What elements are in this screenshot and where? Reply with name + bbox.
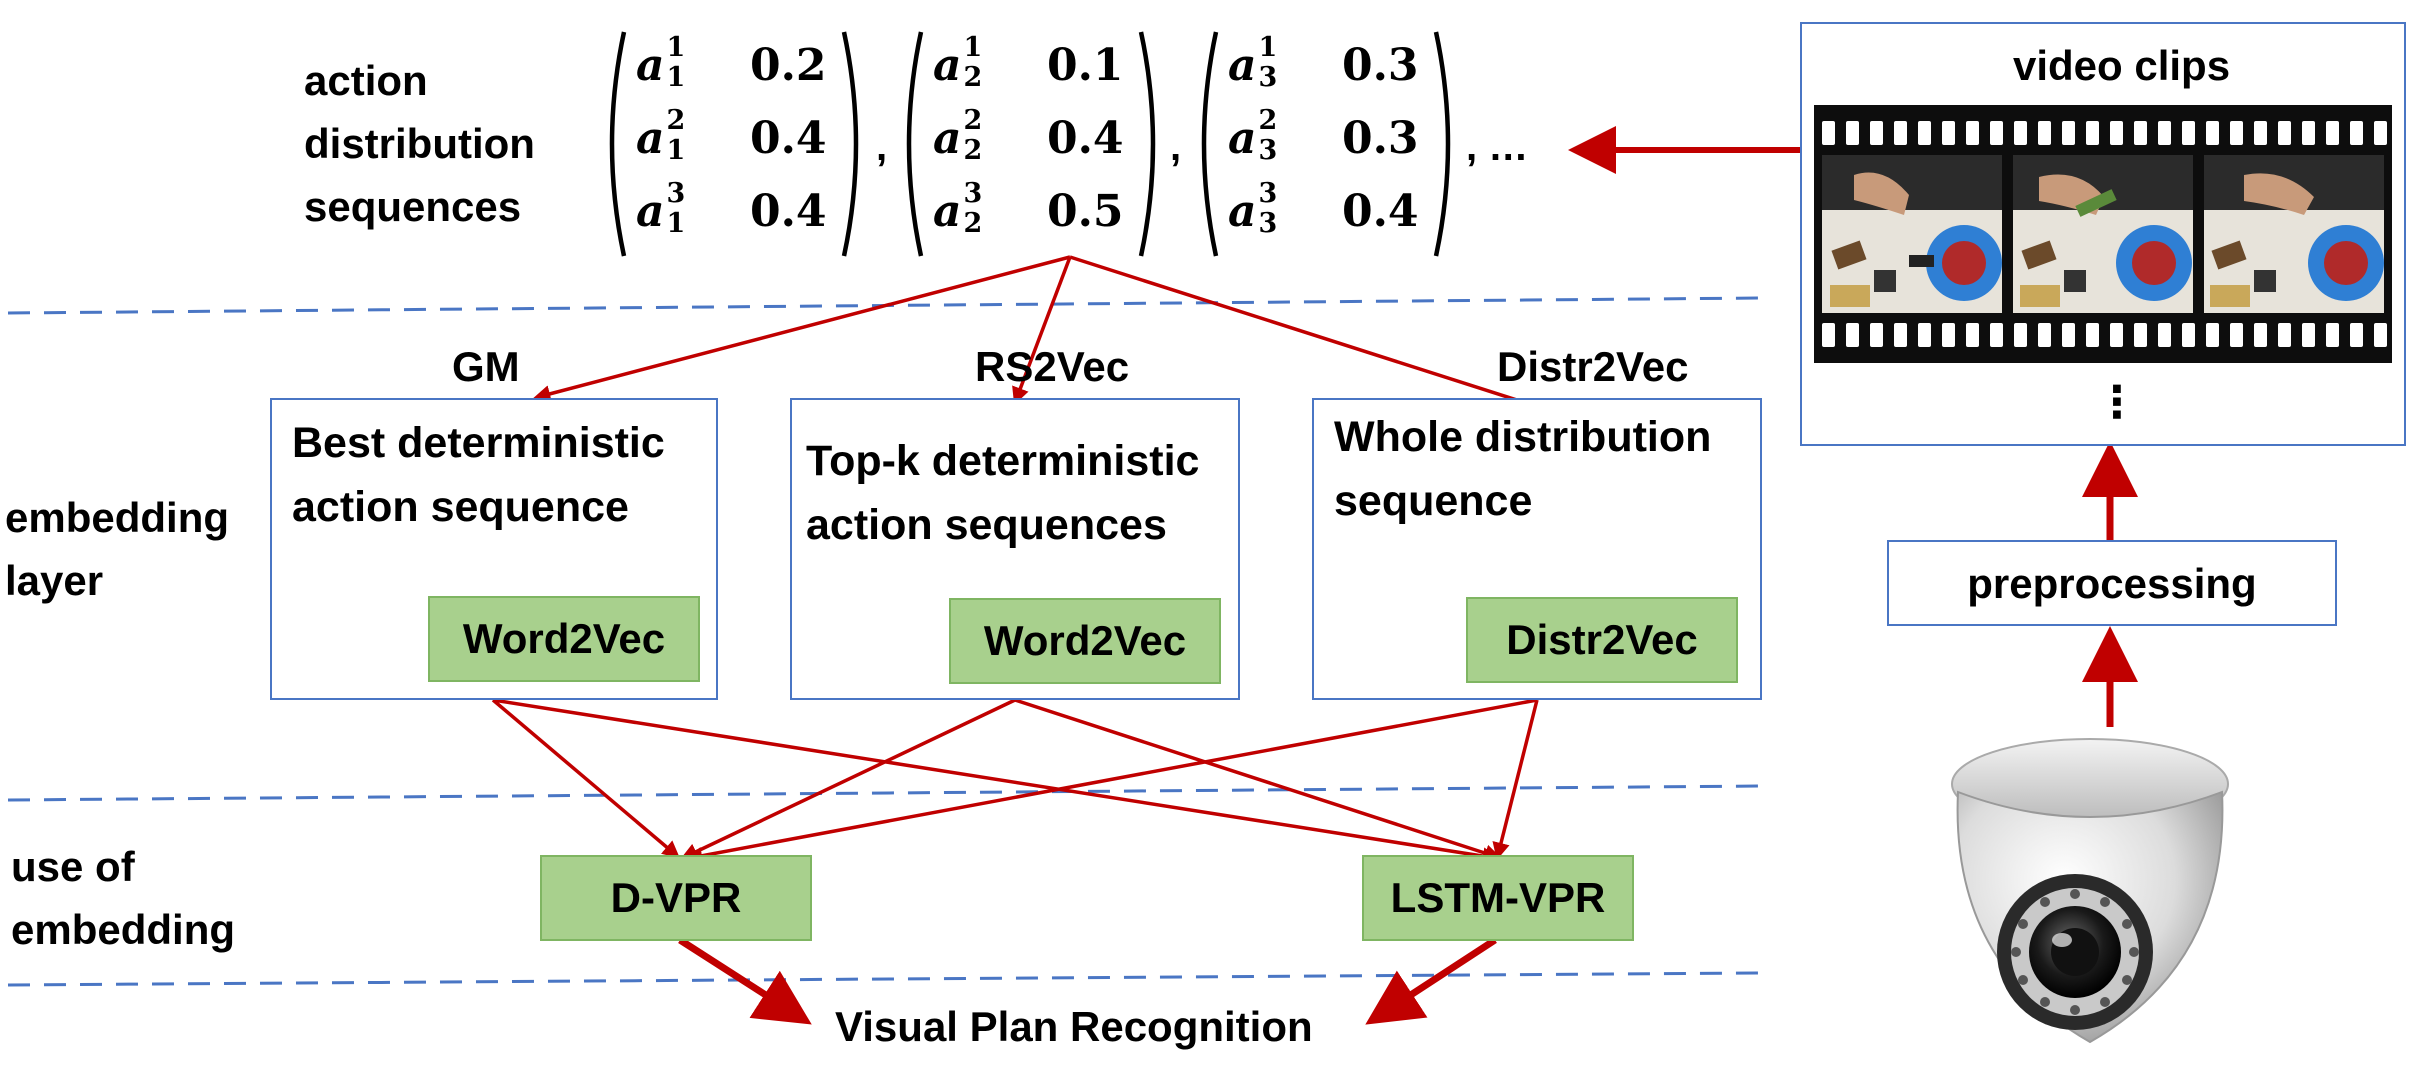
film-strip-image [1814, 105, 2392, 363]
label-line: embedding [11, 906, 236, 953]
preprocessing-box: preprocessing [1887, 540, 2337, 626]
arrow-to-rs2vec [1012, 256, 1072, 405]
method-box-gm: Best deterministic action sequence Word2… [270, 398, 718, 700]
label-line: distribution [304, 120, 535, 167]
arrow-dvpr-output [678, 937, 812, 1025]
film-frame-1 [1822, 155, 2002, 313]
label-line: sequences [304, 183, 522, 230]
label-use-of-embedding: use of embedding [11, 835, 235, 961]
matrix-cell-prob: 0.4 [1047, 113, 1124, 164]
method-description: Top-k deterministic action sequences [806, 430, 1199, 557]
film-frame-2 [2013, 155, 2193, 313]
method-description: Best deterministic action sequence [292, 412, 665, 539]
label-line: layer [5, 557, 104, 604]
method-title-gm: GM [452, 343, 520, 390]
video-clips-title: video clips [2013, 42, 2231, 89]
left-paren-icon [609, 31, 627, 257]
description-line: Top-k deterministic [806, 437, 1200, 485]
embed-box-word2vec: Word2Vec [949, 598, 1221, 684]
matrix-cell-prob: 0.4 [750, 186, 827, 237]
matrix-cell-prob: 0.4 [1342, 186, 1419, 237]
arrow-gm-lstm [492, 698, 1501, 865]
right-paren-icon [1138, 31, 1156, 257]
preprocessing-label: preprocessing [1967, 559, 2257, 607]
lstm-vpr-box: LSTM-VPR [1362, 855, 1634, 941]
label-embedding-layer: embedding layer [5, 486, 229, 612]
matrix-cell-prob: 0.1 [1047, 40, 1124, 91]
more-clips-ellipsis: ⋮ [2095, 378, 2139, 427]
separator-line-2 [7, 784, 1763, 802]
left-paren-icon [1201, 31, 1219, 257]
label-line: embedding [5, 494, 230, 541]
description-line: Best deterministic [292, 419, 665, 467]
method-box-distr2vec: Whole distribution sequence Distr2Vec [1312, 398, 1762, 700]
label-line: use of [11, 843, 135, 890]
matrix-cell-prob: 0.5 [1047, 186, 1124, 237]
description-line: Whole distribution [1334, 413, 1712, 461]
arrow-to-distr2vec [1069, 255, 1554, 415]
arrow-rs-dvpr [680, 698, 1016, 860]
matrix-cell-prob: 0.3 [1342, 113, 1419, 164]
method-box-rs2vec: Top-k deterministic action sequences Wor… [790, 398, 1240, 700]
matrix-cell-prob: 0.2 [750, 40, 827, 91]
arrow-distr-lstm [1492, 699, 1539, 861]
right-paren-icon [841, 31, 859, 257]
arrow-lstm-output [1365, 937, 1497, 1025]
embed-box-distr2vec: Distr2Vec [1466, 597, 1738, 683]
arrow-gm-dvpr [491, 698, 681, 859]
label-line: action [304, 57, 428, 104]
left-paren-icon [906, 31, 924, 257]
arrow-rs-lstm [1014, 698, 1502, 862]
separator-line-3 [7, 971, 1763, 987]
security-camera-icon [1951, 738, 2229, 1044]
method-title-rs2vec: RS2Vec [975, 343, 1130, 390]
method-description: Whole distribution sequence [1334, 406, 1711, 533]
label-action-distribution: action distribution sequences [304, 49, 535, 238]
arrow-distr-dvpr [684, 698, 1538, 865]
arrow-to-gm [532, 255, 1071, 403]
method-title-distr2vec: Distr2Vec [1497, 343, 1689, 390]
output-visual-plan-recognition: Visual Plan Recognition [835, 1003, 1313, 1050]
film-perforations-top [1822, 121, 2387, 145]
right-paren-icon [1433, 31, 1451, 257]
matrix-cell-prob: 0.4 [750, 113, 827, 164]
film-perforations-bottom [1822, 323, 2387, 347]
description-line: action sequences [806, 500, 1167, 549]
film-frame-3 [2204, 155, 2384, 313]
dvpr-box: D-VPR [540, 855, 812, 941]
description-line: action sequence [292, 482, 629, 531]
matrix-separator: , [876, 125, 888, 169]
description-line: sequence [1334, 476, 1533, 525]
embed-box-word2vec: Word2Vec [428, 596, 700, 682]
matrix-cell-prob: 0.3 [1342, 40, 1419, 91]
matrix-separator-ellipsis: , … [1466, 125, 1529, 169]
matrix-separator: , [1170, 125, 1182, 169]
